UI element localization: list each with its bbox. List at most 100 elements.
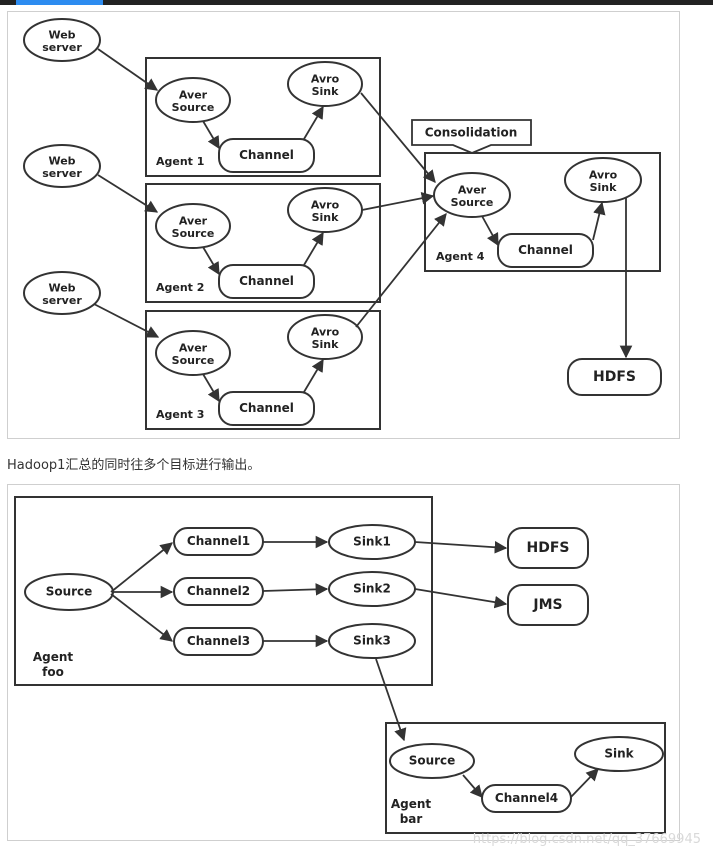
channel-4-shape — [497, 233, 594, 268]
hdfs-node-2: HDFS — [507, 527, 589, 569]
sink3-node: Sink3 — [328, 623, 416, 659]
channel-1-label: Channel — [239, 148, 294, 162]
agent-1-label: Agent 1 — [156, 155, 204, 168]
channel-3-shape — [218, 391, 315, 426]
sink1-node-label: Sink1 — [353, 535, 391, 549]
agent-bar-box — [385, 722, 666, 834]
arrow-sink3-source-bar — [375, 658, 407, 742]
arrow-web2-source2 — [97, 174, 159, 213]
channel1-node: Channel1 — [173, 527, 264, 556]
jms-node-label: JMS — [532, 597, 562, 613]
top-bar — [0, 0, 713, 5]
arrow-source4-channel4 — [481, 215, 499, 247]
arrow-web1-source1 — [97, 48, 159, 91]
channel-2-label: Channel — [239, 274, 294, 288]
hdfs-node-1: HDFS — [567, 358, 662, 396]
hdfs-node-1-shape — [567, 358, 662, 396]
aver-source-1-shape — [155, 77, 231, 123]
sink1-node: Sink1 — [328, 524, 416, 560]
hdfs-node-1-label: HDFS — [593, 369, 636, 385]
avro-sink-1-shape — [287, 61, 363, 107]
channel2-node-shape — [173, 577, 264, 606]
channel-4: Channel — [497, 233, 594, 268]
agent-3-box — [145, 310, 381, 430]
hdfs-node-2-shape — [507, 527, 589, 569]
agent-2-box — [145, 183, 381, 303]
agent-4-box — [424, 152, 661, 272]
arrow-channel2-sink2 — [262, 583, 329, 596]
source-foo-label: Source — [46, 585, 93, 599]
channel4-node-shape — [481, 784, 572, 813]
sink3-node-shape — [328, 623, 416, 659]
arrow-sink2-jms — [414, 588, 508, 609]
arrow-source-channel3 — [110, 593, 173, 642]
channel3-node-label: Channel3 — [187, 634, 250, 648]
arrow-sink1-hdfs — [414, 540, 508, 554]
source-bar: Source — [389, 743, 475, 779]
arrow-sink3-source4 — [355, 213, 447, 328]
source-bar-shape — [389, 743, 475, 779]
agent-4-label: Agent 4 — [436, 250, 485, 263]
arrow-channel-sink-1 — [303, 105, 324, 140]
channel-4-label: Channel — [518, 243, 573, 257]
channel-2: Channel — [218, 264, 315, 299]
jms-node-shape — [507, 584, 589, 626]
sink-bar: Sink — [574, 736, 664, 772]
channel1-node-label: Channel1 — [187, 534, 250, 548]
sink2-node: Sink2 — [328, 571, 416, 607]
arrow-source-channel-3 — [202, 373, 220, 403]
channel-1: Channel — [218, 138, 315, 173]
aver-source-3-shape — [155, 330, 231, 376]
web-server-1-shape — [23, 18, 101, 62]
source-bar-label: Source — [409, 754, 456, 768]
channel-3: Channel — [218, 391, 315, 426]
channel-1-shape — [218, 138, 315, 173]
arrow-source-channel1 — [110, 542, 173, 593]
agent-3-label: Agent 3 — [156, 408, 204, 421]
consolidation-callout — [411, 119, 532, 154]
channel-2-shape — [218, 264, 315, 299]
arrow-channel4-sink-bar — [570, 768, 599, 798]
arrow-channel-sink-3 — [303, 358, 324, 393]
jms-node: JMS — [507, 584, 589, 626]
sink2-node-label: Sink2 — [353, 582, 391, 596]
sink-bar-label: Sink — [604, 747, 634, 761]
channel2-node: Channel2 — [173, 577, 264, 606]
arrow-source-channel-1 — [202, 120, 220, 150]
sink3-node-label: Sink3 — [353, 634, 391, 648]
web-server-3-shape — [23, 271, 101, 315]
aver-source-2-shape — [155, 203, 231, 249]
sink-bar-shape — [574, 736, 664, 772]
channel3-node: Channel3 — [173, 627, 264, 656]
channel4-node-label: Channel4 — [495, 791, 558, 805]
arrow-channel-sink-2 — [303, 231, 324, 266]
avro-sink-3-shape — [287, 314, 363, 360]
source-foo: Source — [24, 573, 114, 611]
arrow-channel4-sink4 — [592, 201, 606, 241]
consolidation-label: Consolidation — [425, 126, 518, 140]
arrow-sink2-source4 — [361, 192, 435, 211]
web-server-2-shape — [23, 144, 101, 188]
